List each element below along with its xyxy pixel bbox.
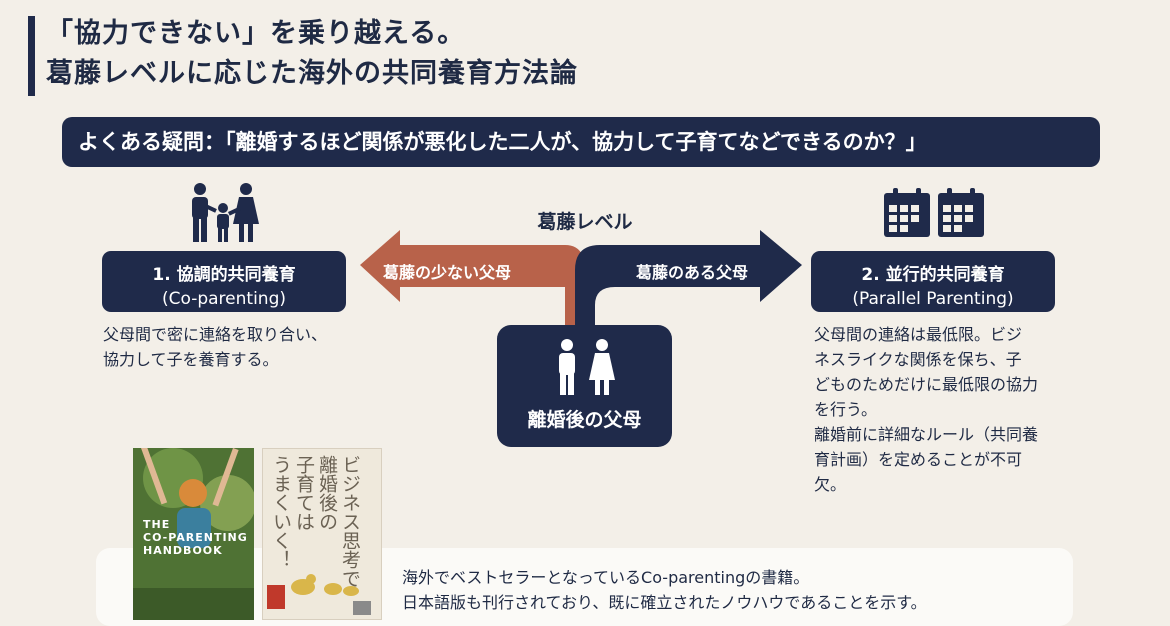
left-arrow-shape bbox=[360, 230, 585, 335]
description-line: 協力して子を養育する。 bbox=[103, 350, 279, 369]
description-line: 離婚前に詳細なルール（共同養 bbox=[814, 425, 1039, 444]
title-accent-bar bbox=[28, 16, 35, 96]
description-line: 父母間の連絡は最低限。ビジ bbox=[814, 325, 1023, 344]
description-line: 父母間で密に連絡を取り合い、 bbox=[103, 325, 328, 344]
book2-title: ビジネス思考で 離婚後の 子育ては うまくいく！ bbox=[269, 455, 361, 605]
conflict-level-label: 葛藤レベル bbox=[537, 211, 633, 233]
japanese-edition-cover: ビジネス思考で 離婚後の 子育ては うまくいく！ bbox=[262, 448, 382, 620]
branch-arrow-diagram bbox=[360, 230, 802, 447]
book1-title: THE CO-PARENTING HANDBOOK bbox=[143, 518, 248, 557]
parallel-parenting-description: 父母間の連絡は最低限。ビジ ネスライクな関係を保ち、子 どものためだけに最低限の… bbox=[814, 322, 1038, 497]
parallel-parenting-subtitle: (Parallel Parenting) bbox=[852, 289, 1014, 309]
co-parenting-handbook-cover: THE CO-PARENTING HANDBOOK bbox=[133, 448, 254, 620]
note-text: 海外でベストセラーとなっているCo-parentingの書籍。 日本語版も刊行さ… bbox=[402, 565, 927, 615]
parallel-parenting-title: 2. 並行的共同養育 bbox=[861, 265, 1005, 285]
co-parenting-description: 父母間で密に連絡を取り合い、 協力して子を養育する。 bbox=[103, 322, 327, 372]
book2-title-col: 離婚後の bbox=[316, 455, 338, 531]
couple-icon bbox=[559, 339, 615, 395]
note-line: 海外でベストセラーとなっているCo-parentingの書籍。 bbox=[402, 568, 810, 587]
book-cover-illustration bbox=[133, 448, 254, 620]
description-line: どものためだけに最低限の協力 bbox=[814, 375, 1039, 394]
book2-title-col: うまくいく！ bbox=[270, 455, 292, 569]
family-icon bbox=[192, 183, 259, 242]
co-parenting-title: 1. 協調的共同養育 bbox=[152, 265, 296, 285]
description-line: ネスライクな関係を保ち、子 bbox=[814, 350, 1022, 369]
center-label: 離婚後の父母 bbox=[527, 409, 642, 431]
description-line: 育計画）を定めることが不可 bbox=[814, 450, 1023, 469]
calendar-icon bbox=[884, 188, 984, 237]
title-line-1: 「協力できない」を乗り越える。 bbox=[46, 18, 466, 49]
parallel-parenting-box: 2. 並行的共同養育 (Parallel Parenting) bbox=[811, 251, 1055, 312]
question-banner: よくある疑問：「離婚するほど関係が悪化した二人が、協力して子育てなどできるのか？… bbox=[62, 117, 1100, 167]
book2-title-col: ビジネス思考で bbox=[339, 455, 361, 588]
note-panel bbox=[96, 548, 1073, 626]
left-arrow-label: 葛藤の少ない父母 bbox=[383, 263, 512, 282]
co-parenting-subtitle: (Co-parenting) bbox=[162, 289, 286, 309]
duck-illustration bbox=[267, 574, 371, 615]
co-parenting-box: 1. 協調的共同養育 (Co-parenting) bbox=[102, 251, 346, 312]
right-arrow-label: 葛藤のある父母 bbox=[636, 263, 749, 282]
right-arrow-shape bbox=[575, 230, 802, 335]
title-line-2: 葛藤レベルに応じた海外の共同養育方法論 bbox=[46, 58, 578, 89]
book1-title-line: CO-PARENTING bbox=[143, 531, 248, 544]
center-box bbox=[497, 325, 672, 447]
description-line: 欠。 bbox=[814, 475, 847, 494]
note-line: 日本語版も刊行されており、既に確立されたノウハウであることを示す。 bbox=[402, 593, 927, 612]
book1-title-line: THE bbox=[143, 518, 171, 531]
description-line: を行う。 bbox=[814, 400, 878, 419]
book2-title-col: 子育ては bbox=[293, 455, 315, 531]
book1-title-line: HANDBOOK bbox=[143, 544, 223, 557]
page-title: 「協力できない」を乗り越える。 葛藤レベルに応じた海外の共同養育方法論 bbox=[46, 14, 578, 94]
